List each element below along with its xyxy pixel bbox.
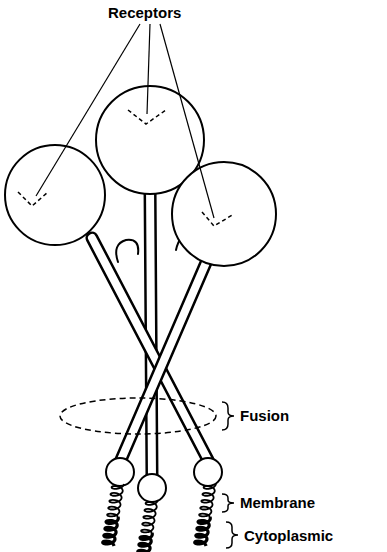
membrane-coil (107, 484, 124, 517)
callout-label: Membrane (240, 494, 315, 512)
transmembrane-coils (103, 484, 216, 552)
brackets (222, 402, 238, 548)
callout-label: Receptors (108, 4, 181, 22)
receptor-pocket (202, 212, 234, 226)
bulb (194, 458, 222, 486)
bracket (222, 402, 234, 430)
stalk-rod (92, 238, 208, 460)
stalk-rod-fill (92, 238, 208, 460)
bracket (222, 494, 234, 512)
receptor-pocket (18, 192, 48, 206)
callout-label: Fusion (240, 407, 289, 425)
leader-line (36, 24, 140, 196)
membrane-coil (141, 500, 158, 533)
receptor-pockets (18, 110, 234, 226)
stalk-rod (120, 258, 208, 462)
cytoplasmic-coil (103, 517, 119, 546)
cytoplasmic-coil (137, 533, 153, 552)
bulb (138, 474, 166, 502)
head-circle (172, 162, 276, 266)
cytoplasmic-coil (195, 517, 211, 546)
stalk-rod-fill (120, 258, 208, 462)
bracket (226, 522, 238, 548)
callout-label: Cytoplasmic (244, 527, 333, 545)
loop-domain (116, 240, 138, 262)
leader-line (160, 24, 214, 218)
head-circle (5, 145, 105, 245)
bulb (106, 458, 134, 486)
leader-line (147, 24, 150, 114)
globular-heads (5, 86, 276, 266)
leader-lines (36, 24, 214, 218)
fusion-ellipse (60, 398, 216, 434)
membrane-coil (199, 484, 216, 517)
